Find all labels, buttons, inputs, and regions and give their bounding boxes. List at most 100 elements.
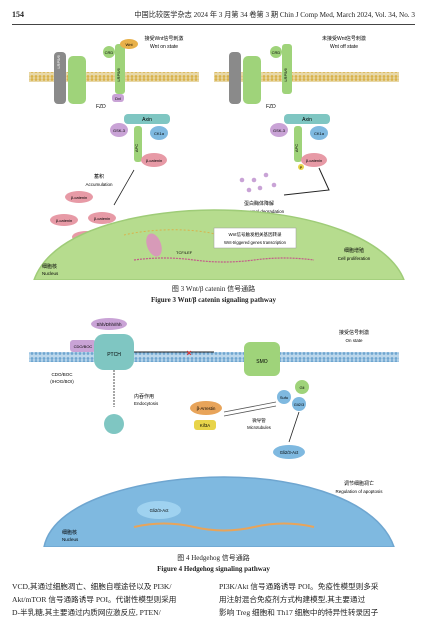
microtubule-line-2 — [223, 405, 277, 417]
sufu-label: Sufu — [280, 395, 288, 400]
sufu-complex — [277, 390, 291, 404]
dvl-label-left: Dvl — [115, 96, 121, 101]
degradation-arrow — [283, 167, 330, 196]
beta-catenin-free-3 — [88, 212, 116, 224]
endocytosis-en: Endocytosis — [134, 401, 159, 406]
apc-label-right: APC — [294, 144, 299, 152]
page-number: 154 — [12, 10, 24, 19]
accum-arrow-line — [113, 169, 135, 206]
fzd-receptor-left — [54, 52, 66, 104]
beta-arrestin — [190, 401, 222, 415]
on-state-en: Wnt on state — [150, 44, 178, 50]
hh-cell-membrane — [29, 352, 399, 362]
gli-act-free-label: Gli2/3-Act — [280, 450, 299, 455]
phospho-p-label-right: P — [300, 165, 303, 170]
ck1a-label-right: CK1α — [314, 131, 325, 136]
beta-catenin-right — [301, 153, 327, 167]
body-right-line-3: 影响 Treg 细胞和 Th17 细胞中的特异性转录因子 — [219, 608, 379, 617]
hh-on-en: On state — [345, 338, 363, 343]
ck1a-right — [310, 126, 328, 140]
lrp-label-left: LRP5/6 — [56, 55, 61, 69]
accum-label-cn: 蓄积 — [94, 173, 104, 180]
ptch-label: PTCH — [107, 352, 121, 358]
nucleus-label-en-fig3: Nucleus — [42, 271, 59, 276]
ck1a-label-left: CK1α — [154, 131, 165, 136]
proteasome-label-cn: 蛋白酶体降解 — [244, 200, 274, 207]
gli23-protein — [292, 397, 306, 411]
transcription-en: Wnt-triggered genes transcription — [224, 240, 287, 245]
figure-4-caption-cn: 图 4 Hedgehog 信号通路 — [177, 554, 250, 562]
cdo-label: CDO/BOC — [51, 372, 73, 377]
hh-on-cn: 接受信号刺激 — [339, 329, 369, 336]
transcription-box — [213, 227, 297, 249]
body-column-left: VCD,其通过细胞凋亡、细胞自噬途径以及 PI3K/ Akt/mTOR 信号通路… — [12, 580, 208, 619]
gli23-label: Gli2/3 — [294, 402, 305, 407]
axin-label-right: Axin — [302, 117, 312, 123]
apc-right — [294, 126, 302, 162]
transcription-cn: Wnt信号触发相关基因转录 — [229, 231, 282, 238]
gli-act-nuclear — [137, 501, 181, 519]
beta-catenin-label-left: β-catenin — [146, 158, 163, 163]
cell-membrane-right — [214, 72, 399, 82]
crd-domain-right — [270, 46, 282, 58]
hh-ligands-label: Shh/Dhh/Ihh — [96, 322, 122, 327]
lrp-receptor-left — [68, 56, 86, 104]
figure-4-caption-en: Figure 4 Hedgehog signaling pathway — [157, 565, 270, 573]
kif3a-label: Kif3A — [200, 423, 210, 428]
beta-catenin-left — [141, 153, 167, 167]
accum-label-en: Accumulation — [85, 182, 113, 187]
smo-receptor — [244, 342, 280, 376]
fzd-body-left — [115, 44, 125, 94]
cdo-boc-receptor — [70, 340, 96, 352]
nucleus-fig4 — [43, 476, 395, 547]
header-rule — [12, 24, 415, 25]
figure-3-wnt-diagram: LRP5/6 CRD LRP5/6 Wnt FZD 接受Wnt信号刺激 Wnt … — [29, 35, 405, 280]
degraded-fragments — [239, 172, 277, 193]
figure-3-caption-cn: 图 3 Wnt/β catenin 信号通路 — [171, 285, 256, 293]
body-text: VCD,其通过细胞凋亡、细胞自噬途径以及 PI3K/ Akt/mTOR 信号通路… — [12, 580, 415, 622]
nuclear-pore-strand — [123, 229, 220, 236]
fzd-receptor-right — [229, 52, 241, 104]
ptch-receptor — [94, 334, 134, 370]
body-right-line-2: 用注射混合免疫剂方式构建模型,其主要通过 — [219, 595, 366, 604]
cdo-boc-label: CDO/BOC — [74, 344, 93, 349]
apoptosis-en: Regulation of apoptosis — [335, 489, 383, 494]
beta-catenin-nuclear — [146, 233, 162, 257]
gli-act-free — [273, 445, 305, 459]
kif3a — [194, 420, 216, 430]
body-left-line-3: D-半乳糖,其主要通过内质网应激反应, PTEN/ — [12, 608, 161, 617]
gli-protein — [295, 380, 309, 394]
body-column-right: PI3K/Akt 信号通路诱导 POI。免疫性模型则多采 用注射混合免疫剂方式构… — [219, 580, 415, 619]
gsk3-label-left: GSK-3 — [113, 128, 126, 133]
microtubule-line-1 — [223, 401, 277, 413]
figure-3-caption-en: Figure 3 Wnt/β catenin signaling pathway — [151, 296, 276, 304]
axin-left — [124, 114, 170, 124]
endocytic-vesicle — [104, 414, 124, 434]
body-right-line-1: PI3K/Akt 信号通路诱导 POI。免疫性模型则多采 — [219, 582, 379, 591]
gsk3-right — [270, 123, 288, 137]
dna-strand — [133, 257, 315, 263]
figure-4-hedgehog-diagram: Shh/Dhh/Ihh CDO/BOC CDO/BOC (IHOG/BOI) P… — [29, 318, 399, 547]
prolif-label-cn: 细胞增殖 — [344, 247, 364, 254]
lrp-receptor-right — [243, 56, 261, 104]
axin-right — [284, 114, 330, 124]
beta-catenin-free-1 — [65, 191, 93, 203]
ck1a-left — [150, 126, 168, 140]
smo-label: SMO — [256, 359, 268, 365]
crd-label-left: CRD — [105, 50, 114, 55]
running-header: 154 中国比较医学杂志 2024 年 3 月第 34 卷第 3 期 Chin … — [12, 10, 415, 24]
cdo-sub-label: (IHOG/BOI) — [50, 379, 74, 384]
beta-arrestin-label: β-Arrestin — [197, 406, 216, 411]
beta-catenin-free-label-3: β-catenin — [94, 216, 111, 221]
fzd-label-right: FZD — [266, 104, 276, 110]
wnt-label: Wnt — [125, 42, 133, 47]
inhibition-cross: × — [186, 348, 191, 358]
apc-label-left: APC — [134, 144, 139, 152]
lrp56-label-right: LRP5/6 — [283, 68, 288, 82]
gli-activation-arrow — [288, 411, 300, 443]
hh-nucleus-en: Nucleus — [62, 537, 79, 542]
beta-catenin-free-2 — [50, 214, 78, 226]
gsk3-label-right: GSK-3 — [273, 128, 286, 133]
body-left-line-1: VCD,其通过细胞凋亡、细胞自噬途径以及 PI3K/ — [12, 582, 172, 591]
beta-catenin-free-label-1: β-catenin — [71, 195, 88, 200]
